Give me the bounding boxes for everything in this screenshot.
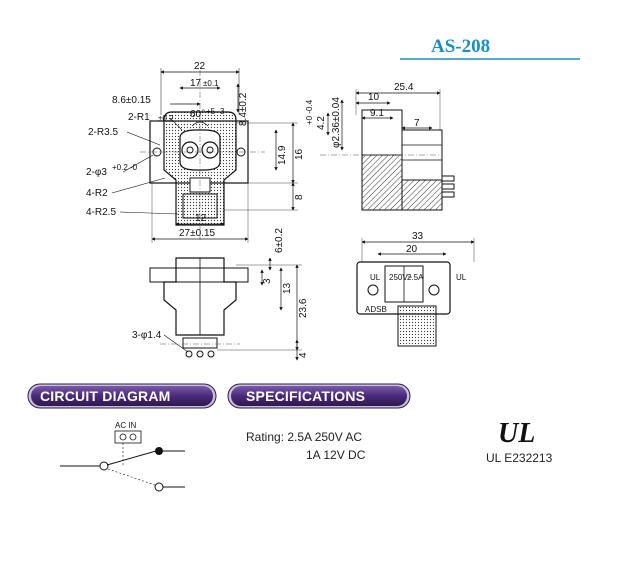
dim-v236-bottom: 23.6 — [298, 298, 309, 318]
dim-h16: 16 — [294, 148, 305, 160]
dim-height-right: 8.4±0.2 — [238, 92, 249, 126]
dim-hole-tol: +0.2 -0 — [112, 163, 138, 172]
dim-hole: 2-φ3 — [86, 167, 107, 178]
marking-brand: ADSB — [365, 305, 387, 314]
marking-voltage: 250V~ — [389, 273, 413, 282]
dim-v6: 6±0.2 — [274, 228, 285, 253]
dim-width-top: 22 — [194, 61, 206, 72]
top-view: UL UL 250V~ 2.5A ADSB 33 20 — [356, 231, 475, 347]
dim-w7: 7 — [414, 118, 420, 129]
dim-v3: 3 — [262, 278, 273, 284]
dim-w91: 9.1 — [370, 108, 384, 119]
marking-left: UL — [370, 273, 381, 282]
dim-inner-width-tol: ±0.1 — [203, 79, 219, 88]
dim-inner-width: 17 — [190, 78, 202, 89]
circuit-diagram-title: CIRCUIT DIAGRAM — [40, 388, 171, 404]
dim-v42: 4.2 — [316, 116, 327, 130]
model-number: AS-208 — [431, 36, 490, 57]
dim-r25: 4-R2.5 — [86, 207, 116, 218]
dim-v42-tol: +0 -0.4 — [305, 99, 314, 125]
front-view: 22 17 ±0.1 8.6±0.15 2-R1 ±0.2 60° +5 -3 … — [86, 61, 305, 243]
marking-current: 2.5A — [407, 273, 424, 282]
dim-offset: 8.6±0.15 — [112, 95, 151, 106]
dim-w10: 10 — [368, 92, 380, 103]
side-view: 25.4 10 9.1 7 4.2 +0 -0.4 φ2.36±0.04 — [305, 82, 455, 211]
dim-w27: 27±0.15 — [179, 228, 216, 239]
rating-line-1: Rating: 2.5A 250V AC — [246, 430, 362, 444]
dim-w12: 12 — [195, 213, 207, 224]
dim-w20: 20 — [406, 244, 418, 255]
rating-line-2: 1A 12V DC — [306, 448, 366, 462]
dim-h8: 8 — [294, 194, 305, 200]
dim-corner-r1-tol: ±0.2 — [158, 114, 174, 123]
dim-h149: 14.9 — [277, 145, 288, 165]
dim-v4: 4 — [298, 352, 309, 358]
ul-file-number: UL E232213 — [486, 451, 553, 465]
dim-w254: 25.4 — [394, 82, 414, 93]
ac-in-label: AC IN — [115, 421, 137, 430]
marking-right: UL — [456, 273, 467, 282]
dim-w33: 33 — [412, 231, 424, 242]
circuit-diagram-header: CIRCUIT DIAGRAM — [27, 383, 217, 409]
dim-v13: 13 — [282, 282, 293, 294]
dim-angle-tol: +5 -3 — [206, 107, 225, 116]
specifications-header: SPECIFICATIONS — [227, 383, 411, 409]
dim-angle: 60° — [190, 109, 205, 120]
circuit-schematic: AC IN — [60, 421, 185, 492]
bottom-view: 6±0.2 3 13 23.6 4 3-φ1.4 — [132, 228, 309, 361]
specifications-title: SPECIFICATIONS — [246, 388, 365, 404]
dim-r2: 4-R2 — [86, 188, 108, 199]
dim-pins: 3-φ1.4 — [132, 330, 162, 341]
dim-v236-side: φ2.36±0.04 — [331, 97, 342, 148]
dim-corner-r1: 2-R1 — [128, 112, 150, 123]
dim-r35: 2-R3.5 — [88, 127, 118, 138]
ul-mark-icon: UL — [498, 418, 535, 449]
ul-logo: UL UL E232213 — [486, 418, 553, 465]
